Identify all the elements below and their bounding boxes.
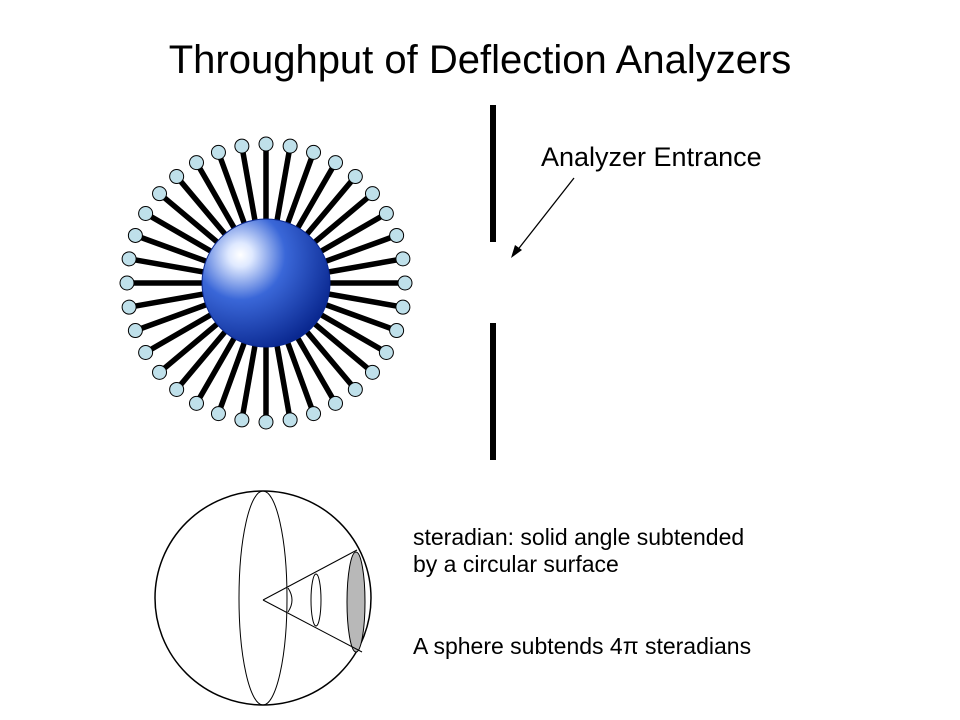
probe-ball xyxy=(210,406,226,422)
probe-ball xyxy=(364,186,380,202)
probe-ball xyxy=(328,155,343,171)
slide-title: Throughput of Deflection Analyzers xyxy=(168,38,792,82)
probe-ball xyxy=(378,206,394,221)
probe-ball xyxy=(306,144,322,160)
steradian-definition-line-2: by a circular surface xyxy=(413,551,619,577)
emission-probe-balls xyxy=(119,136,413,430)
probe-ball xyxy=(347,169,363,185)
cone-inner-ring xyxy=(310,573,322,627)
probe-ball xyxy=(127,227,143,243)
probe-ball xyxy=(121,299,137,315)
analyzer-bottom-plate xyxy=(490,323,496,460)
central-source-sphere xyxy=(201,218,331,348)
solid-angle-sphere xyxy=(154,490,372,706)
probe-ball xyxy=(328,395,343,411)
probe-ball xyxy=(347,381,363,397)
emission-rods xyxy=(129,146,403,420)
steradian-definition-line-1: steradian: solid angle subtended xyxy=(413,524,745,550)
probe-ball xyxy=(138,345,154,360)
probe-ball xyxy=(364,364,380,380)
probe-ball xyxy=(258,136,274,152)
probe-ball xyxy=(119,275,135,291)
probe-ball xyxy=(282,138,298,154)
probe-ball xyxy=(152,364,168,380)
sphere-meridian xyxy=(238,490,288,706)
probe-ball xyxy=(127,323,143,339)
probe-ball xyxy=(169,169,185,185)
probe-ball xyxy=(152,186,168,202)
probe-ball xyxy=(169,381,185,397)
probe-ball xyxy=(389,227,405,243)
spherical-cap xyxy=(346,551,366,653)
entrance-arrowhead xyxy=(511,245,522,258)
probe-ball xyxy=(138,206,154,221)
entrance-arrow-line xyxy=(515,177,575,253)
cone-edge-bottom xyxy=(262,599,363,653)
analyzer-entrance-label: Analyzer Entrance xyxy=(541,142,762,172)
sphere-outline xyxy=(154,490,372,706)
probe-ball xyxy=(258,414,274,430)
probe-ball xyxy=(121,251,137,267)
cone-edge-top xyxy=(262,549,358,601)
probe-ball xyxy=(389,323,405,339)
probe-ball xyxy=(306,406,322,422)
sphere-steradians-note: A sphere subtends 4π steradians xyxy=(413,633,752,659)
probe-ball xyxy=(189,155,204,171)
probe-ball xyxy=(397,275,413,291)
probe-ball xyxy=(234,138,250,154)
probe-ball xyxy=(395,251,411,267)
probe-ball xyxy=(234,412,250,428)
analyzer-top-plate xyxy=(490,105,496,242)
probe-ball xyxy=(378,345,394,360)
probe-ball xyxy=(282,412,298,428)
cone-apex-arc xyxy=(287,587,293,613)
probe-ball xyxy=(189,395,204,411)
probe-ball xyxy=(395,299,411,315)
probe-ball xyxy=(210,144,226,160)
